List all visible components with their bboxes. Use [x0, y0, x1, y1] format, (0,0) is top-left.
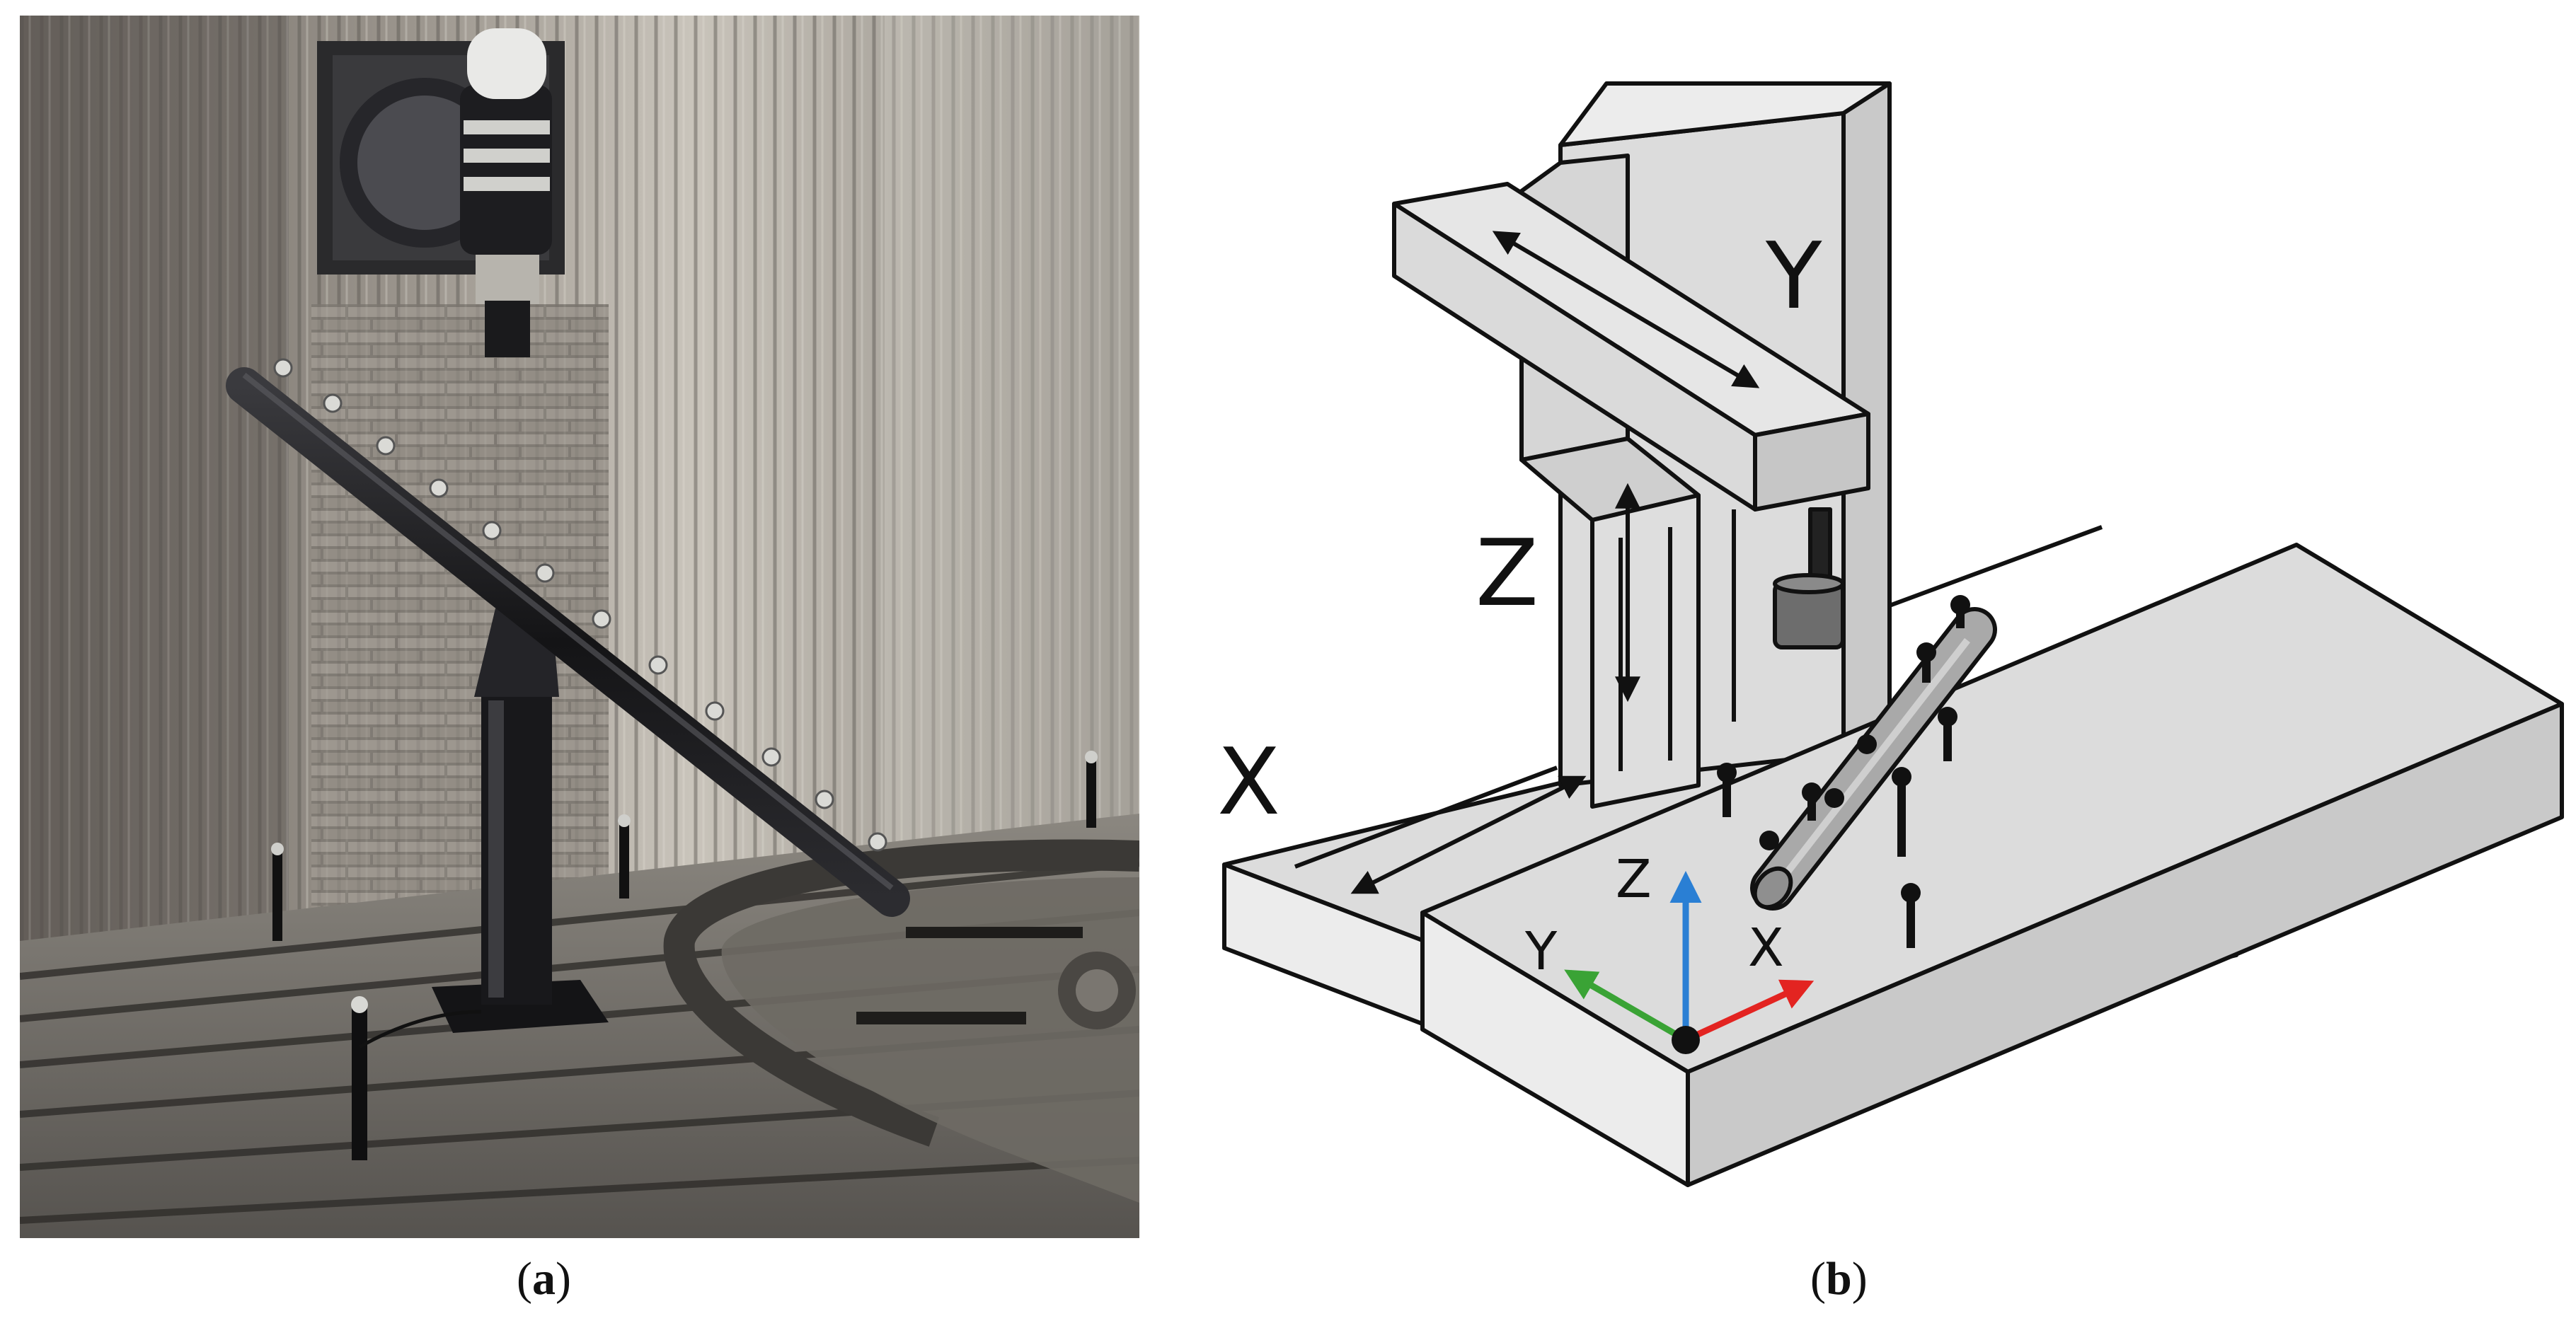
- reference-spheres: [273, 358, 887, 852]
- x-axis-arrow: [1350, 775, 1587, 894]
- ball-bar-artefact: [226, 367, 910, 917]
- rotary-table-ring: [663, 839, 1139, 1147]
- stand-base: [432, 980, 609, 1033]
- caption-b: (b): [1810, 1253, 1868, 1305]
- machine-axis-label-z: Z: [1476, 519, 1539, 627]
- spindle-head: [460, 85, 552, 255]
- y-axis-arrow: [1492, 231, 1760, 388]
- frame-axis-label-y: Y: [1524, 921, 1558, 982]
- panel-a-photo: [20, 16, 1139, 1238]
- artefact-bar: [1750, 607, 1997, 911]
- reference-styluses: [1717, 595, 1970, 948]
- machine-axis-label-x: X: [1217, 728, 1280, 836]
- frame-x-arrow: [1684, 979, 1815, 1044]
- frame-axis-label-x: X: [1748, 918, 1784, 978]
- work-table: [1420, 543, 2564, 1187]
- caption-a: (a): [517, 1253, 571, 1305]
- workpiece-frame: [1564, 871, 1815, 1054]
- machine-axis-label-y: Y: [1765, 222, 1822, 330]
- frame-y-arrow: [1564, 969, 1688, 1043]
- touch-probe: [1773, 507, 1845, 649]
- machine-motion-arrows: [1350, 231, 1760, 894]
- frame-axis-label-z: Z: [1616, 849, 1652, 910]
- frame-origin: [1672, 1026, 1700, 1054]
- panel-b-schematic: Y Z X Z Y X: [1217, 81, 2564, 1187]
